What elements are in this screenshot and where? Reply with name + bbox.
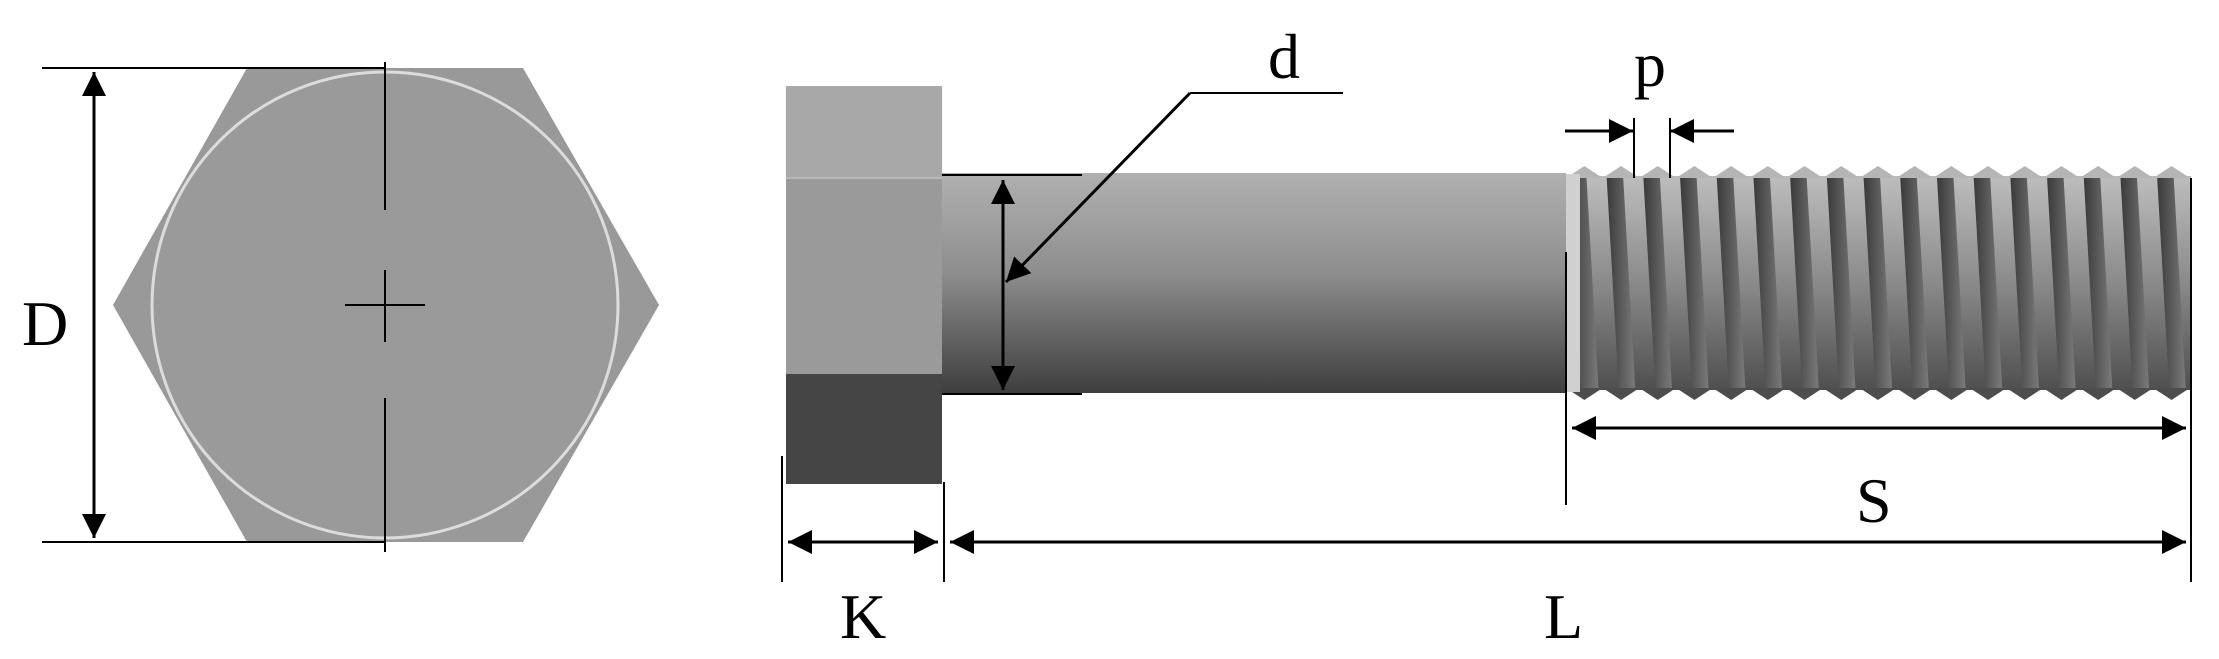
thread-crest-top [1712,166,1750,178]
thread-crest-bottom [2079,388,2117,400]
thread-groove [1900,178,1929,388]
thread-crest-top [2079,166,2117,178]
thread-crest-top [1933,166,1970,178]
thread-crest-top [1859,166,1897,178]
thread-groove [1826,178,1856,388]
thread-groove [2083,178,2113,388]
label-S: S [1856,465,1892,536]
side-head-top-facet [786,86,942,178]
thread-crest-top [1639,166,1677,178]
hex-head-front-view: D [22,62,659,552]
thread-crest-top [2153,166,2190,178]
label-p: p [1634,29,1666,100]
thread-crest-top [1602,166,1640,178]
bolt-shank [942,173,1566,393]
thread-crest-bottom [1749,388,1787,400]
thread-groove [2047,178,2076,388]
thread-groove [1606,178,1636,388]
thread-crest-bottom [1896,388,1933,400]
thread-crest-bottom [1822,388,1860,400]
thread-crest-bottom [1712,388,1750,400]
thread-crest-bottom [2153,388,2190,400]
thread-groove [1937,178,1966,388]
label-D: D [22,288,68,359]
thread-crest-bottom [2006,388,2044,400]
leader-line-d [1004,91,1192,284]
thread-runout [1566,174,1580,392]
thread-crest-top [1969,166,2007,178]
thread-crest-bottom [1786,388,1823,400]
thread-groove [1790,178,1819,388]
thread-groove [1680,178,1709,388]
thread-crest-top [1896,166,1933,178]
side-head-bottom-facet [786,374,942,484]
thread-groove [1973,178,2003,388]
thread-crest-bottom [2043,388,2080,400]
thread-crest-top [1822,166,1860,178]
thread-crest-bottom [1859,388,1897,400]
threaded-section [1566,166,2191,400]
thread-crest-bottom [1639,388,1677,400]
thread-crest-bottom [2116,388,2154,400]
thread-groove [1863,178,1893,388]
thread-crest-bottom [1602,388,1640,400]
label-K: K [840,581,886,652]
thread-groove [2010,178,2039,388]
bolt-side-view: d p K L S [781,21,2192,652]
thread-crest-top [2006,166,2044,178]
thread-groove [1753,178,1783,388]
label-d: d [1268,21,1300,92]
thread-crest-bottom [1933,388,1970,400]
thread-groove [2157,178,2186,388]
thread-crest-top [1786,166,1823,178]
thread-crest-top [2043,166,2080,178]
thread-crest-bottom [1969,388,2007,400]
thread-groove [2120,178,2150,388]
thread-crest-bottom [1676,388,1713,400]
thread-crest-top [2116,166,2154,178]
label-L: L [1544,581,1583,652]
thread-groove [1643,178,1672,388]
thread-groove [1716,178,1746,388]
side-head-middle-facet [786,178,942,374]
thread-crest-top [1676,166,1713,178]
thread-crest-top [1749,166,1787,178]
